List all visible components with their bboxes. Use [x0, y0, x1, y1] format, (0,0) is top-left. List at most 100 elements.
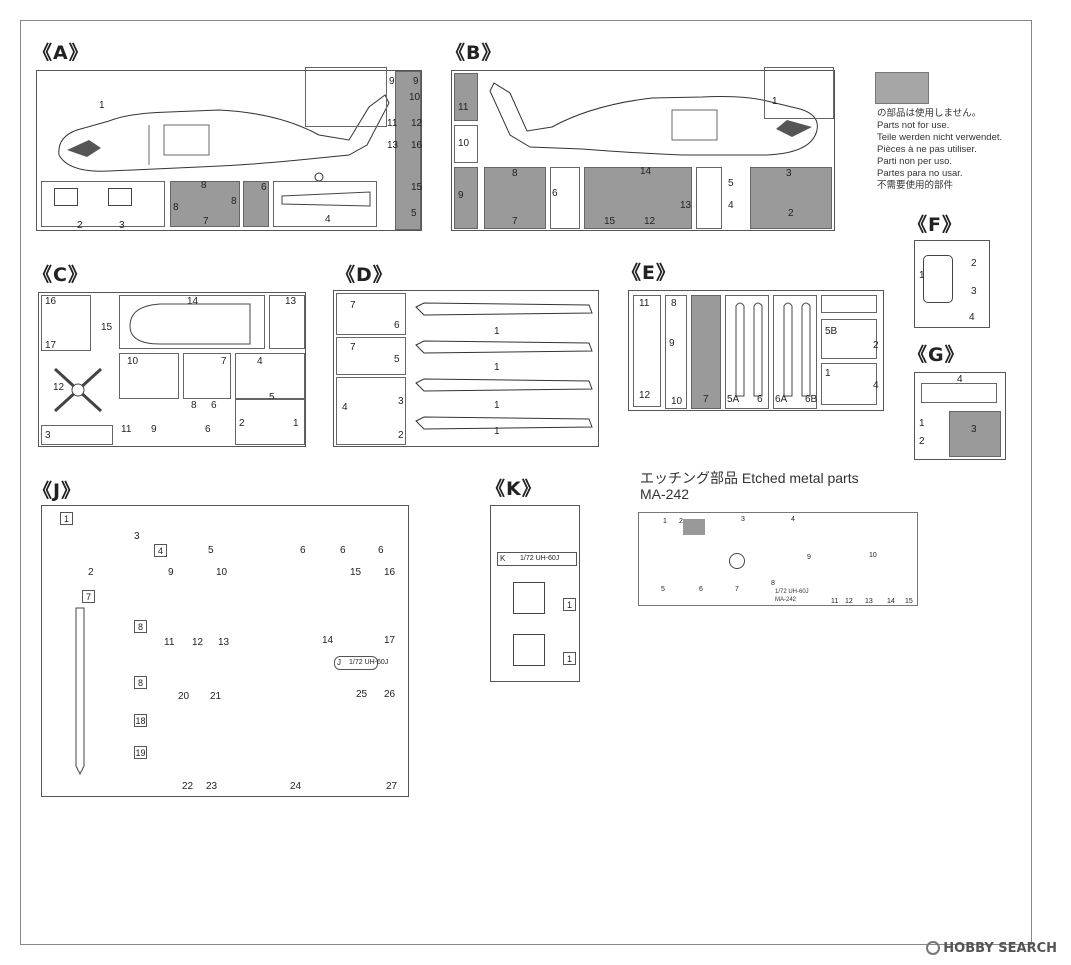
part-number: 6 [552, 188, 558, 199]
watermark: HOBBY SEARCH [926, 941, 1057, 956]
part-number: 1 [825, 368, 831, 379]
part-number: 10 [458, 138, 470, 149]
part-number: 11 [387, 118, 398, 129]
part-number: 2 [239, 418, 245, 429]
part-number: 8 [512, 168, 518, 179]
part-number: 22 [182, 781, 194, 792]
part-number: 9 [458, 190, 464, 201]
part-number: 16 [411, 140, 423, 151]
part-number: 6 [394, 320, 400, 331]
part-k-1-upper [513, 582, 545, 614]
part-number: 9 [413, 76, 419, 87]
part-number: 2 [919, 436, 925, 447]
part-number: 7 [221, 356, 227, 367]
part-number: 9 [151, 424, 157, 435]
part-number: 4 [873, 380, 879, 391]
part-cell-c-11 [41, 425, 113, 445]
part-number: 3 [971, 424, 977, 435]
part-cell-e-6b-5b [773, 295, 817, 409]
part-number: 1 [494, 426, 500, 437]
part-number: 12 [644, 216, 656, 227]
part-number: 1 [563, 652, 576, 665]
part-number: 4 [342, 402, 348, 413]
runner-d: 7 6 7 5 4 3 2 1 1 1 1 [333, 290, 599, 447]
part-number: 3 [971, 286, 977, 297]
part-number: 17 [384, 635, 396, 646]
part-number: 11 [164, 637, 175, 648]
part-cell-d-7-5 [336, 337, 406, 375]
part-number: 3 [45, 430, 51, 441]
part-number: 9 [669, 338, 675, 349]
part-number: 1 [772, 96, 778, 107]
part-number: 13 [285, 296, 297, 307]
runner-g: 4 1 2 3 [914, 372, 1006, 460]
part-cell-c-4-5 [235, 353, 305, 399]
part-number: 5A [727, 394, 740, 405]
part-cell-b-5-4 [696, 167, 722, 229]
runner-tag-j: J 1/72 UH-60J [334, 656, 388, 670]
part-number: 26 [384, 689, 396, 700]
part-number: 13 [865, 598, 873, 605]
part-number: 19 [134, 746, 147, 759]
part-number: 21 [210, 691, 222, 702]
part-number: 23 [206, 781, 218, 792]
runner-a: 1 2 3 8 8 8 7 6 4 9 9 10 11 12 13 16 15 … [36, 67, 423, 231]
part-number: 14 [187, 296, 199, 307]
etched-parts-title: エッチング部品 Etched metal parts [640, 470, 859, 486]
part-number: 13 [387, 140, 399, 151]
runner-a-top-frame [305, 67, 387, 127]
part-number: 5 [728, 178, 734, 189]
part-number: 17 [45, 340, 57, 351]
part-cell-e-5a-6a [725, 295, 769, 409]
unused-part-cell-b-9 [454, 167, 478, 229]
part-number: 8 [191, 400, 197, 411]
rotor-blades-d [415, 302, 593, 430]
part-number: 10 [869, 552, 877, 559]
part-number: 7 [350, 342, 356, 353]
part-number: 12 [411, 118, 423, 129]
unused-part-cell-a-6 [243, 181, 269, 227]
part-number: 3 [119, 220, 125, 231]
part-number: 11 [639, 298, 650, 309]
part-number: 11 [831, 598, 839, 605]
part-number: 3 [786, 168, 792, 179]
sheet-border [20, 20, 1032, 945]
section-label-f: 《F》 [908, 214, 962, 236]
part-number: 10 [127, 356, 139, 367]
etched-tag-code: MA-242 [775, 597, 797, 603]
part-number: 12 [845, 598, 853, 605]
part-number: 1 [494, 326, 500, 337]
part-cell-e-4-3 [821, 363, 877, 405]
runner-k: K 1/72 UH-60J 1 1 [490, 505, 580, 682]
part-number: 13 [218, 637, 230, 648]
section-label-c: 《C》 [33, 264, 88, 286]
part-number: 6 [261, 182, 267, 193]
antenna-part-j-7 [75, 607, 85, 776]
part-number: 7 [203, 216, 209, 227]
part-number: 1 [99, 100, 105, 111]
part-number: 6A [775, 394, 788, 405]
part-number: 15 [905, 598, 913, 605]
section-label-k: 《K》 [486, 478, 542, 500]
section-label-j: 《J》 [33, 480, 82, 502]
legend-text-jp: の部品は使用しません。 [877, 108, 982, 119]
part-cell-b-6 [550, 167, 580, 229]
part-number: 11 [458, 102, 469, 113]
runner-j: 1 2 3 4 5 6 6 6 7 8 8 9 10 11 12 13 14 1… [41, 505, 409, 797]
part-number: 9 [168, 567, 174, 578]
part-number: 15 [604, 216, 616, 227]
part-cell-c-13 [269, 295, 305, 349]
legend-text-fr: Pièces à ne pas utiliser. [877, 144, 977, 155]
part-number: 5 [411, 208, 417, 219]
part-number: 2 [971, 258, 977, 269]
part-number: 6 [340, 545, 346, 556]
part-cell-e-11-12 [633, 295, 661, 407]
part-number: 8 [671, 298, 677, 309]
part-number: 20 [178, 691, 190, 702]
part-cell-c-10 [119, 353, 179, 399]
part-number: 8 [134, 620, 147, 633]
runner-e: 11 8 9 12 10 7 6 5A 6A 6B 5B 2 1 4 [628, 290, 884, 411]
part-number: 6 [757, 394, 763, 405]
canopy-part-f [923, 255, 953, 303]
legend-text-zh: 不需要使用的部件 [877, 180, 954, 191]
